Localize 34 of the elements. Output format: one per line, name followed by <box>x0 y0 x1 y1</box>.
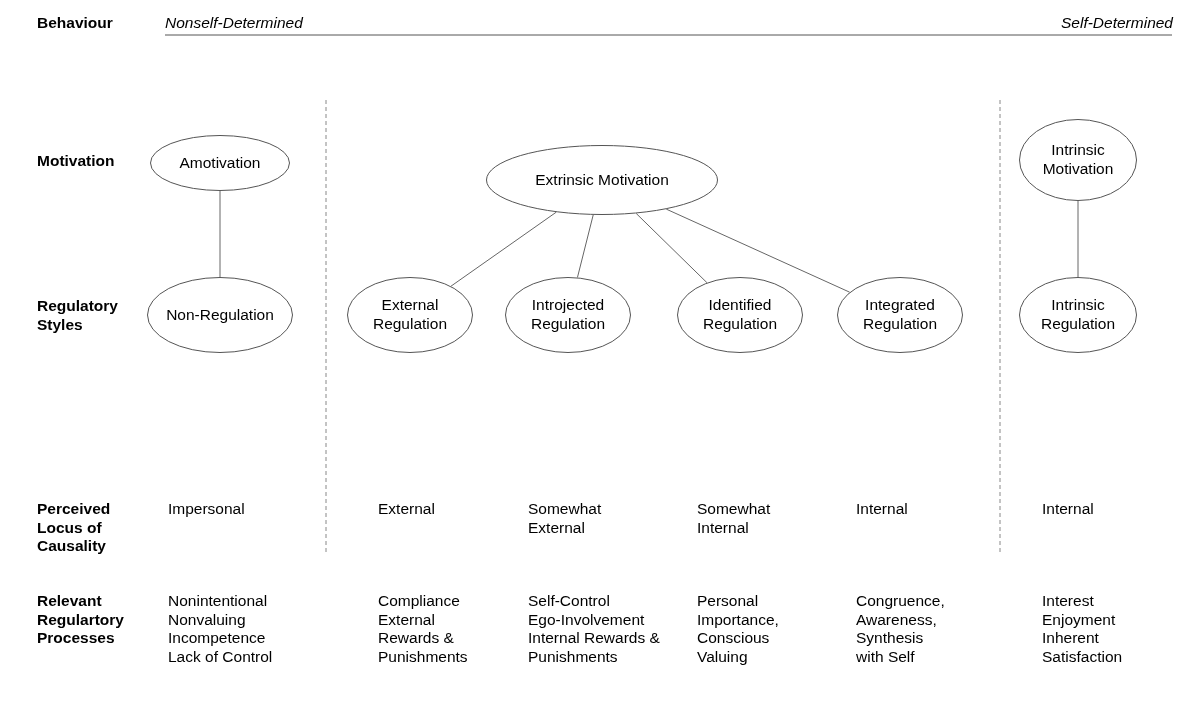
cell-text: Personal Importance, Conscious Valuing <box>697 592 780 667</box>
axis-label: Nonself-Determined <box>165 14 303 33</box>
node-label: External Regulation <box>371 296 449 334</box>
node-label: Intrinsic Motivation <box>1041 141 1115 179</box>
node-label: Intrinsic Regulation <box>1039 296 1117 334</box>
cell-text: Nonintentional Nonvaluing Incompetence Lack of Control <box>168 592 274 667</box>
connector-line <box>1077 200 1079 278</box>
node-label: Integrated Regulation <box>861 296 939 334</box>
row-heading: Motivation <box>37 152 115 171</box>
cell-text: Internal <box>1042 500 1095 519</box>
node-label: Identified Regulation <box>701 296 779 334</box>
connector-line <box>219 190 221 278</box>
connector-line <box>665 208 851 293</box>
row-heading: Relevant Regulartory Processes <box>37 592 125 648</box>
cell-text: Interest Enjoyment Inherent Satisfaction <box>1042 592 1124 667</box>
connector-line <box>450 211 557 287</box>
cell-text: External <box>378 500 436 519</box>
cell-text: Self-Control Ego-Involvement Internal Rewards & Punishments <box>528 592 661 667</box>
cell-text: Compliance External Rewards & Punishments <box>378 592 469 667</box>
node-label: Extrinsic Motivation <box>534 170 670 190</box>
axis-label: Self-Determined <box>1061 14 1173 33</box>
cell-text: Impersonal <box>168 500 246 519</box>
row-heading: Behaviour <box>37 14 113 33</box>
node-label: Amotivation <box>178 153 262 173</box>
connector-line <box>635 212 708 284</box>
cell-text: Congruence, Awareness, Synthesis with Self <box>856 592 946 667</box>
node-label: Non-Regulation <box>165 305 275 325</box>
connector-line <box>576 214 594 278</box>
row-heading: Regulatory Styles <box>37 297 119 335</box>
node-label: Introjected Regulation <box>529 296 607 334</box>
cell-text: Somewhat Internal <box>697 500 772 538</box>
cell-text: Internal <box>856 500 909 519</box>
cell-text: Somewhat External <box>528 500 603 538</box>
row-heading: Perceived Locus of Causality <box>37 500 112 556</box>
